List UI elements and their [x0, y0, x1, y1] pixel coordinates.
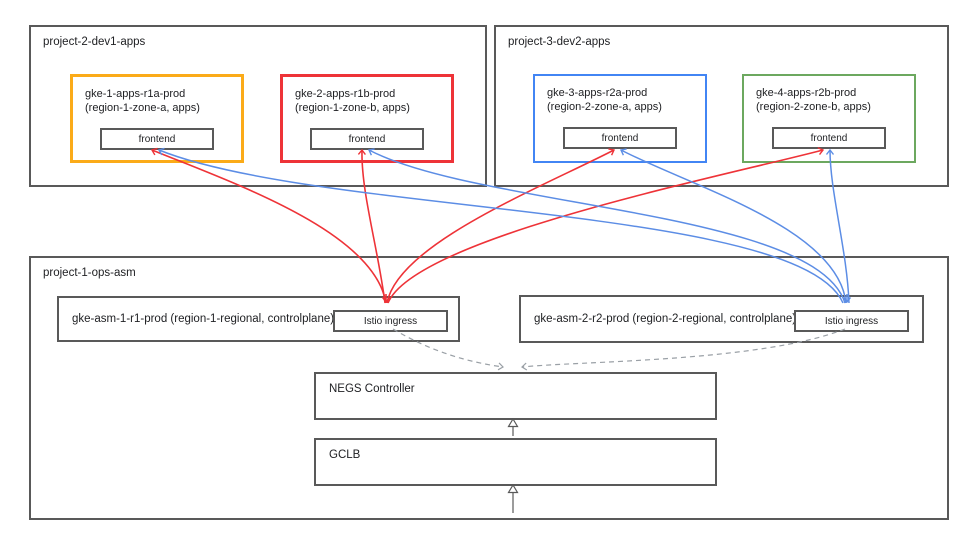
cluster-gke-4-zone: (region-2-zone-b, apps) [756, 101, 871, 113]
gclb-label: GCLB [329, 449, 361, 461]
project-box-dev1: project-2-dev1-apps gke-1-apps-r1a-prod … [29, 25, 487, 187]
cluster-gke-4-name: gke-4-apps-r2b-prod [756, 87, 857, 99]
negs-controller-box: NEGS Controller [314, 372, 717, 420]
cluster-gke-4-label: gke-4-apps-r2b-prod (region-2-zone-b, ap… [756, 86, 871, 114]
istio-ingress-2-label: Istio ingress [824, 315, 879, 327]
project-box-ops: project-1-ops-asm gke-asm-1-r1-prod (reg… [29, 256, 949, 520]
frontend-box-gke-1: frontend [100, 128, 214, 150]
frontend-gke-4-label: frontend [810, 132, 848, 144]
cluster-gke-2-zone: (region-1-zone-b, apps) [295, 102, 410, 114]
cluster-gke-3-name: gke-3-apps-r2a-prod [547, 87, 648, 99]
project-dev2-title: project-3-dev2-apps [508, 36, 611, 48]
controlplane-box-asm-2: gke-asm-2-r2-prod (region-2-regional, co… [519, 295, 924, 343]
cluster-gke-2-name: gke-2-apps-r1b-prod [295, 88, 396, 100]
asm-1-name: gke-asm-1-r1-prod (region-1-regional, co… [72, 313, 335, 325]
gclb-box: GCLB [314, 438, 717, 486]
cluster-gke-3-label: gke-3-apps-r2a-prod (region-2-zone-a, ap… [547, 86, 662, 114]
negs-controller-label: NEGS Controller [329, 383, 415, 395]
istio-ingress-1-label: Istio ingress [363, 315, 418, 327]
istio-ingress-2-box: Istio ingress [794, 310, 909, 332]
frontend-gke-2-label: frontend [348, 133, 386, 145]
cluster-box-gke-4: gke-4-apps-r2b-prod (region-2-zone-b, ap… [742, 74, 916, 163]
asm-2-name: gke-asm-2-r2-prod (region-2-regional, co… [534, 313, 797, 325]
cluster-gke-1-label: gke-1-apps-r1a-prod (region-1-zone-a, ap… [85, 87, 200, 115]
frontend-gke-3-label: frontend [601, 132, 639, 144]
cluster-box-gke-2: gke-2-apps-r1b-prod (region-1-zone-b, ap… [280, 74, 454, 163]
istio-ingress-1-box: Istio ingress [333, 310, 448, 332]
cluster-gke-3-zone: (region-2-zone-a, apps) [547, 101, 662, 113]
cluster-box-gke-3: gke-3-apps-r2a-prod (region-2-zone-a, ap… [533, 74, 707, 163]
frontend-box-gke-3: frontend [563, 127, 677, 149]
project-box-dev2: project-3-dev2-apps gke-3-apps-r2a-prod … [494, 25, 949, 187]
frontend-box-gke-2: frontend [310, 128, 424, 150]
cluster-gke-2-label: gke-2-apps-r1b-prod (region-1-zone-b, ap… [295, 87, 410, 115]
cluster-gke-1-zone: (region-1-zone-a, apps) [85, 102, 200, 114]
cluster-box-gke-1: gke-1-apps-r1a-prod (region-1-zone-a, ap… [70, 74, 244, 163]
controlplane-box-asm-1: gke-asm-1-r1-prod (region-1-regional, co… [57, 296, 460, 342]
frontend-gke-1-label: frontend [138, 133, 176, 145]
cluster-gke-1-name: gke-1-apps-r1a-prod [85, 88, 186, 100]
project-dev1-title: project-2-dev1-apps [43, 36, 146, 48]
frontend-box-gke-4: frontend [772, 127, 886, 149]
project-ops-title: project-1-ops-asm [43, 267, 136, 279]
